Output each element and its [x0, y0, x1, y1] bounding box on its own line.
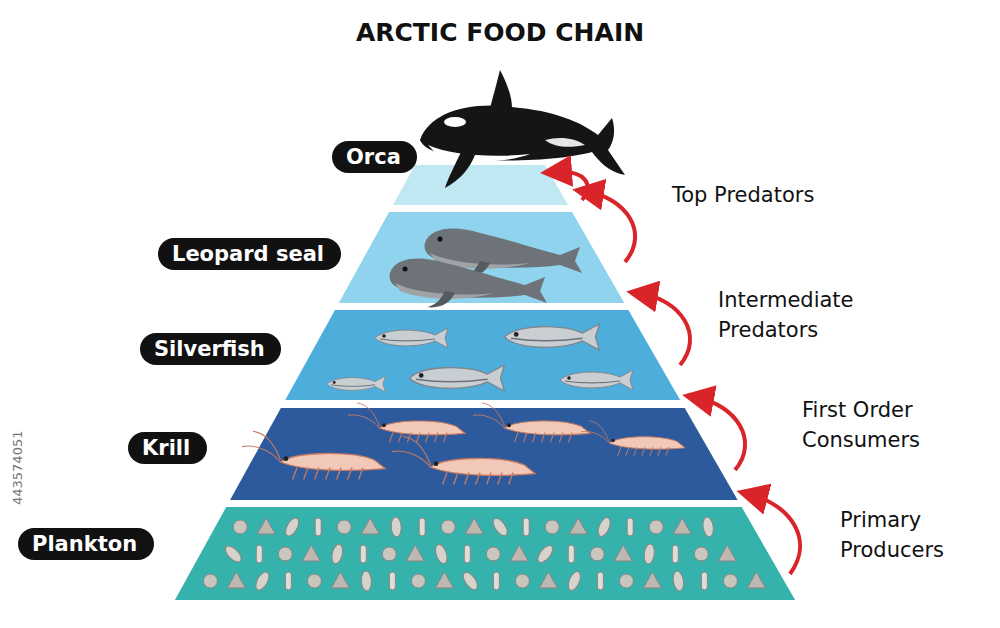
pyramid-band — [175, 507, 795, 600]
watermark: 443574051 — [10, 431, 25, 505]
silverfish-picture — [505, 324, 600, 350]
level-label: Intermediate Predators — [718, 285, 888, 346]
label-pill: Plankton — [18, 528, 154, 560]
pyramid-band — [339, 212, 625, 303]
silverfish-picture — [410, 365, 505, 391]
silverfish-picture — [327, 376, 385, 392]
silverfish-picture — [375, 328, 448, 348]
animal-name: Silverfish — [154, 339, 265, 360]
animal-pictures — [203, 228, 765, 592]
pyramid-bands — [175, 165, 795, 600]
animal-name: Krill — [142, 438, 190, 459]
level-arrows — [556, 172, 800, 574]
animal-name: Plankton — [32, 534, 137, 555]
label-pill: Silverfish — [140, 333, 281, 365]
pyramid-band — [285, 310, 680, 400]
plankton-picture — [203, 516, 765, 592]
label-pill: Orca — [332, 141, 417, 173]
label-pill: Krill — [128, 432, 207, 464]
pyramid-band — [393, 165, 568, 205]
level-label: Primary Producers — [840, 505, 990, 566]
silverfish-picture — [560, 370, 633, 390]
krill-picture — [581, 421, 685, 456]
animal-name: Leopard seal — [172, 244, 324, 265]
label-pill: Leopard seal — [158, 238, 341, 270]
seal-picture — [389, 258, 547, 307]
pyramid-band — [230, 408, 738, 500]
level-label: Top Predators — [672, 180, 842, 210]
krill-picture — [473, 403, 590, 443]
level-label: First Order Consumers — [802, 395, 972, 456]
animal-name: Orca — [346, 147, 401, 168]
krill-picture — [242, 431, 385, 479]
orca-picture — [420, 70, 625, 188]
diagram-title: ARCTIC FOOD CHAIN — [0, 18, 1000, 47]
krill-picture — [348, 403, 465, 443]
krill-picture — [392, 436, 535, 484]
